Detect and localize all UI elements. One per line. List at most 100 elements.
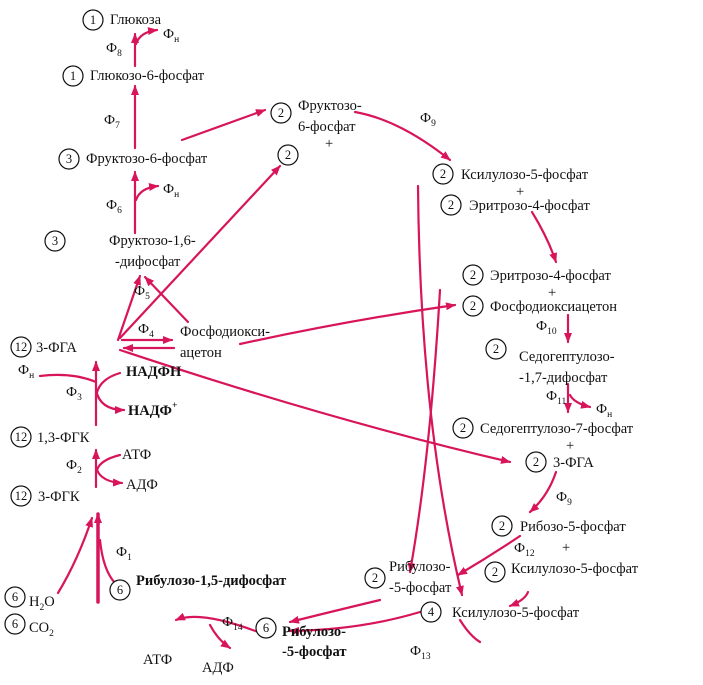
- pi-sbp: Фн: [596, 402, 612, 420]
- node-xu5p-a: 2 Ксилулозо-5-фосфат +: [440, 167, 589, 200]
- arrow-dhap-left-to-dhap-right: [238, 302, 457, 346]
- count-circles: [4, 9, 547, 639]
- e4p-b-label: Эритрозо-4-фосфат: [490, 268, 611, 284]
- node-e4p-b: 2 Эритрозо-4-фосфат +: [470, 268, 612, 301]
- xu5p-c-count: 4: [428, 605, 435, 619]
- s7p-plus: +: [566, 438, 574, 454]
- node-rubp: 6 Рибулозо-1,5-дифосфат: [117, 573, 286, 597]
- enzyme-f13: Ф13: [410, 644, 431, 662]
- h2o-h: H: [29, 594, 40, 610]
- adp-f2-label: АДФ: [126, 477, 158, 493]
- arrow-ru5p-to-ru5p: [288, 598, 382, 624]
- e4p-b-plus: +: [548, 285, 556, 301]
- enzyme-f9-mid: Ф9: [556, 490, 572, 508]
- arrow-f14-atp: [208, 623, 232, 650]
- node-e4p-a: 2 Эритрозо-4-фосфат: [448, 198, 591, 214]
- mid-count: 2: [285, 148, 291, 162]
- nadp-label: НАДФ+: [128, 401, 177, 419]
- ru5p-a-line2: -5-фосфат: [389, 580, 452, 596]
- sbp-line1: Седогептулозо-: [519, 349, 615, 365]
- arrow-pga-to-pga-right: [118, 348, 512, 464]
- dhap-r-label: Фосфодиоксиацетон: [490, 299, 617, 315]
- arrow-xu5p-to-xu5p-long: [416, 184, 464, 597]
- node-dhap-r: 2 Фосфодиоксиацетон: [470, 299, 617, 315]
- byproduct-labels: Фн Фн Фн Фн НАДФН НАДФ+ АТФ АДФ АТФ АДФ: [18, 27, 612, 676]
- dhap-label-line2: ацетон: [180, 345, 222, 361]
- atp-f2-label: АТФ: [122, 447, 151, 463]
- node-pga3-r: 2 3-ФГА: [533, 455, 594, 471]
- co2-sub: 2: [49, 629, 54, 639]
- s7p-label: Седогептулозо-7-фосфат: [480, 421, 634, 437]
- node-pga3: 12 3-ФГА: [15, 340, 78, 356]
- arrow-dhap-to-fbp: [143, 275, 190, 324]
- h2o-sub: 2: [39, 603, 44, 613]
- g6p-count: 1: [70, 69, 76, 83]
- enzyme-f14: Ф14: [222, 615, 243, 633]
- arrows: [38, 27, 592, 650]
- pga3-label: 3-ФГА: [36, 340, 77, 356]
- ru5p-b-line1: Рибулозо-: [282, 624, 346, 640]
- f6p-left-count: 3: [66, 152, 72, 166]
- node-s7p: 2 Седогептулозо-7-фосфат +: [460, 421, 634, 454]
- arrow-h2o-to-pgk: [56, 516, 94, 595]
- arrow-f3-nadph: [94, 371, 122, 402]
- co2-label: CO: [29, 620, 49, 636]
- svg-text:H2O: H2O: [29, 594, 55, 613]
- arrow-f3-pi: [38, 373, 98, 384]
- ru5p-a-count: 2: [372, 571, 378, 585]
- nadph-label: НАДФН: [126, 364, 182, 380]
- f6p-top-plus: +: [325, 136, 333, 152]
- arrow-f13: [458, 618, 482, 644]
- pgk3-count: 12: [15, 489, 28, 503]
- s7p-count: 2: [460, 421, 466, 435]
- node-glucose: 1 Глюкоза: [90, 12, 162, 28]
- node-xu5p-c: 4 Ксилулозо-5-фосфат: [428, 605, 580, 621]
- pga3-r-count: 2: [533, 455, 539, 469]
- xu5p-a-count: 2: [440, 167, 446, 181]
- rubp-label: Рибулозо-1,5-дифосфат: [136, 573, 286, 589]
- node-dhap: Фосфодиокси- ацетон: [180, 324, 270, 361]
- bpg-count: 12: [15, 430, 28, 444]
- enzyme-f1: Ф1: [116, 545, 132, 563]
- ru5p-b-count: 6: [263, 621, 269, 635]
- arrow-pi-release-f8: [134, 27, 159, 46]
- enzyme-f12: Ф12: [514, 541, 535, 559]
- dhap-r-count: 2: [470, 299, 476, 313]
- h2o-count: 6: [12, 590, 18, 604]
- e4p-b-count: 2: [470, 268, 476, 282]
- f6p-left-label: Фруктозо-6-фосфат: [86, 151, 208, 167]
- arrow-f2-atp: [95, 453, 122, 472]
- svg-text:CO2: CO2: [29, 620, 54, 639]
- arrow-pi-release-f6: [134, 183, 160, 202]
- node-xu5p-b: 2 Ксилулозо-5-фосфат: [492, 561, 639, 579]
- arrow-ru5p-to-rubp: [174, 612, 260, 634]
- node-f6p-left: 3 Фруктозо-6-фосфат: [66, 151, 208, 167]
- node-pgk3: 12 3-ФГК: [15, 489, 80, 505]
- pga3-count: 12: [15, 340, 28, 354]
- arrow-f6p-to-top-f6p: [180, 108, 267, 142]
- node-h2o: 6 H2O: [12, 590, 55, 613]
- arrow-sbp-pi: [568, 393, 592, 409]
- arrow-xu5p-to-xu5p-bottom: [508, 590, 530, 608]
- node-sbp: 2 Седогептулозо- -1,7-дифосфат: [493, 342, 615, 386]
- co2-count: 6: [12, 617, 18, 631]
- enzyme-f9-top: Ф9: [420, 111, 436, 129]
- arrow-r5p-to-ru5p: [456, 534, 522, 577]
- h2o-o: O: [44, 594, 54, 610]
- arrow-xu5p-to-ru5p: [288, 610, 422, 635]
- r5p-plus: +: [562, 540, 570, 556]
- pi-f6p: Фн: [163, 182, 179, 200]
- arrow-f3-nadp: [94, 388, 126, 414]
- arrow-top-f6p-to-xu5p: [353, 110, 452, 162]
- fbp-count: 3: [52, 234, 58, 248]
- f6p-top-line1: Фруктозо-: [298, 98, 362, 114]
- atp-f14-label: АТФ: [143, 652, 172, 668]
- node-ru5p-a: 2 Рибулозо- -5-фосфат: [372, 559, 452, 596]
- enzyme-f4: Ф4: [138, 322, 154, 340]
- fbp-label-line2: -дифосфат: [115, 254, 181, 270]
- enzyme-f6: Ф6: [106, 198, 122, 216]
- pga3-r-label: 3-ФГА: [553, 455, 594, 471]
- arrow-pga-to-circle-2: [118, 164, 282, 340]
- enzyme-f10: Ф10: [536, 319, 557, 337]
